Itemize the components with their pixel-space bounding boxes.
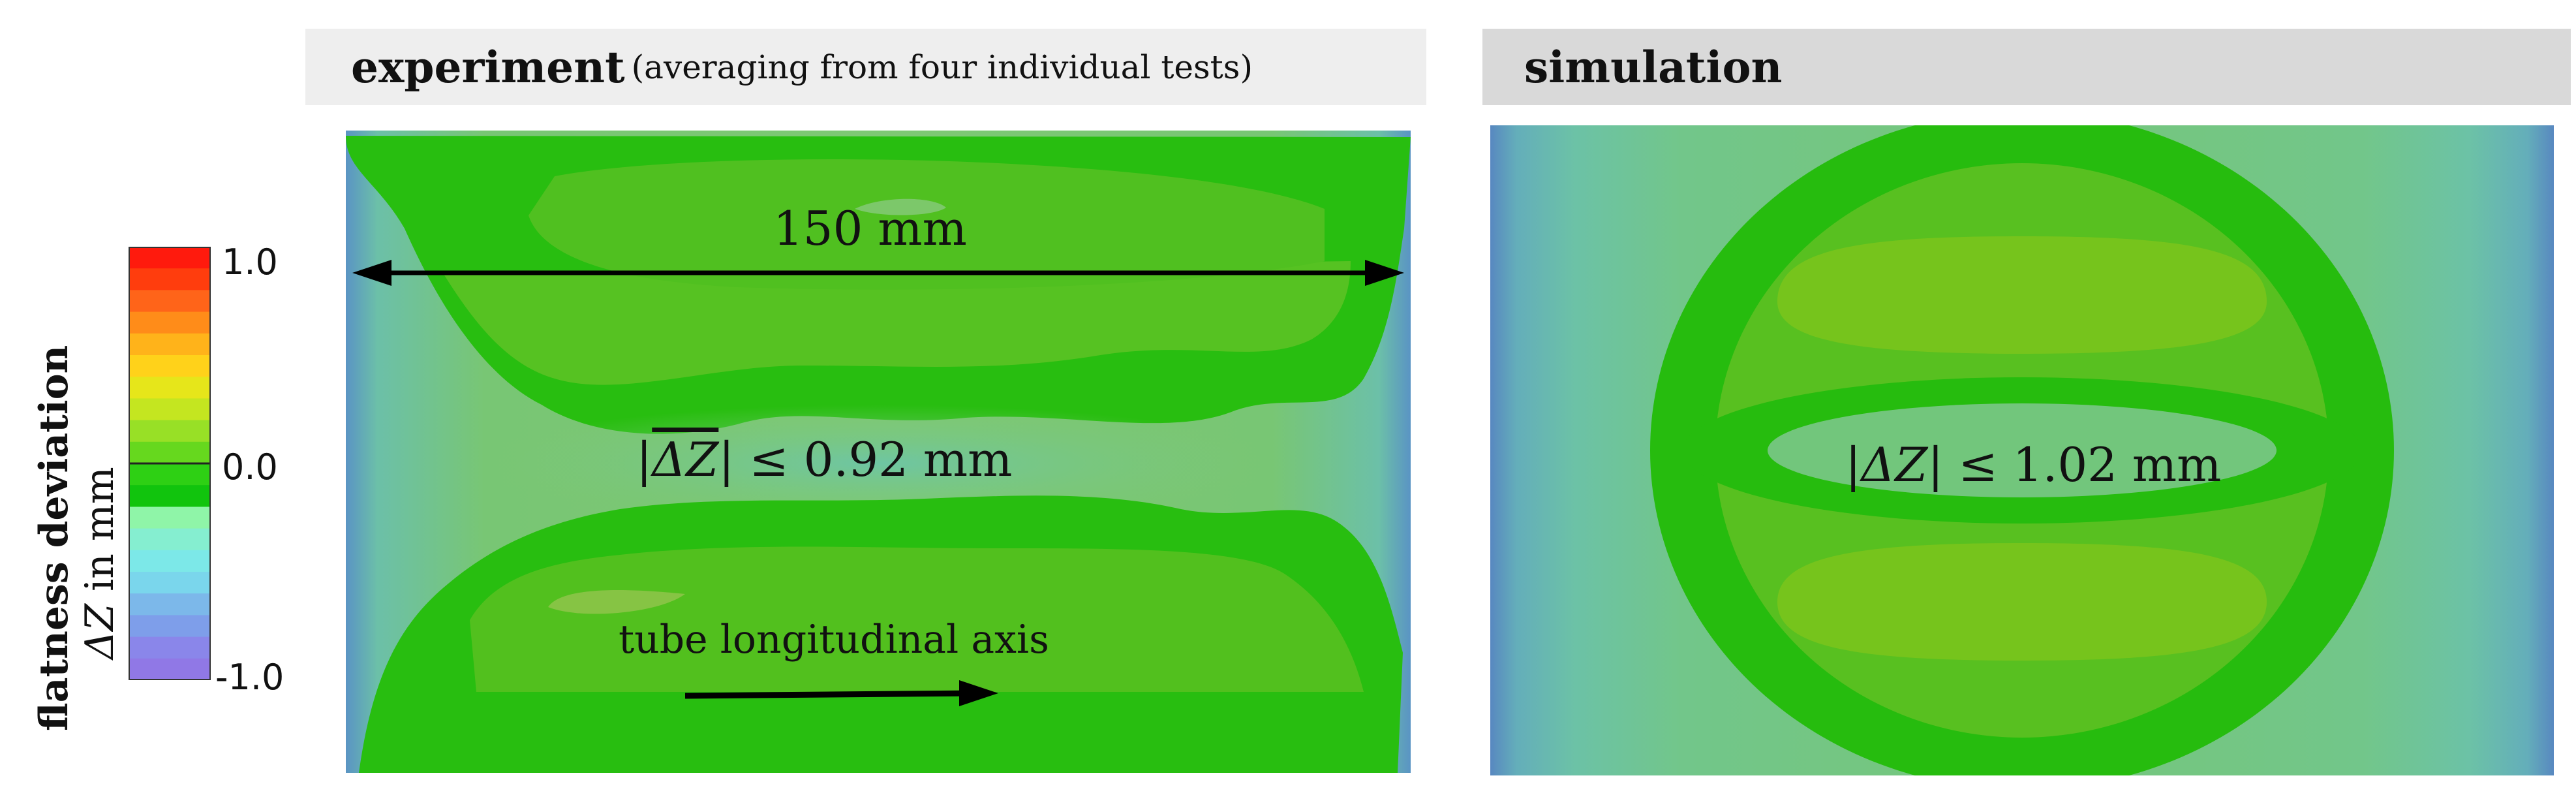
colorbar-segment	[129, 333, 211, 356]
axis-arrow-line	[684, 690, 979, 699]
colorbar-segment	[129, 247, 211, 269]
experiment-contour-svg	[346, 131, 1411, 773]
colorbar-tick-max: 1.0	[222, 242, 278, 283]
colorbar-tick-mid: 0.0	[222, 446, 278, 488]
colorbar-segment	[129, 507, 211, 529]
colorbar-segment	[129, 311, 211, 334]
experiment-contour-plot	[346, 131, 1411, 773]
colorbar-symbol: ΔZ	[77, 603, 123, 659]
colorbar-segment	[129, 420, 211, 443]
colorbar-segment	[129, 615, 211, 638]
colorbar-segment	[129, 441, 211, 464]
colorbar-gradient	[129, 247, 211, 681]
colorbar-segment	[129, 377, 211, 399]
colorbar-segment	[129, 355, 211, 377]
colorbar	[129, 247, 211, 681]
experiment-overlay	[352, 260, 1404, 706]
colorbar-segment	[129, 636, 211, 659]
colorbar-subtitle: ΔZ in mm	[77, 467, 123, 659]
colorbar-title: flatness deviation	[31, 345, 77, 731]
simulation-contour-plot	[1490, 125, 2554, 775]
experiment-subtitle: (averaging from four individual tests)	[631, 48, 1253, 86]
colorbar-segment	[129, 290, 211, 313]
width-arrow-left	[352, 260, 391, 286]
simulation-title: simulation	[1524, 41, 1783, 93]
colorbar-unit: in mm	[77, 467, 123, 591]
simulation-contour-svg	[1490, 125, 2554, 775]
simulation-bound-value: ≤ 1.02 mm	[1958, 437, 2222, 492]
experiment-width-label: 150 mm	[773, 201, 967, 256]
colorbar-segment	[129, 550, 211, 572]
axis-arrow-head	[959, 680, 998, 706]
experiment-title: experiment	[351, 41, 625, 93]
colorbar-segment	[129, 572, 211, 594]
experiment-axis-label: tube longitudinal axis	[619, 617, 1049, 663]
colorbar-segment	[129, 268, 211, 290]
colorbar-title-bold: flatness deviation	[31, 345, 77, 731]
colorbar-segment	[129, 485, 211, 507]
experiment-bound-label: |ΔZ| ≤ 0.92 mm	[636, 432, 1013, 487]
colorbar-border	[129, 247, 211, 680]
colorbar-segment	[129, 398, 211, 421]
simulation-header: simulation	[1482, 29, 2571, 105]
simulation-bound-label: |ΔZ| ≤ 1.02 mm	[1845, 437, 2222, 492]
colorbar-segment	[129, 593, 211, 616]
colorbar-tick-min: -1.0	[215, 657, 284, 698]
colorbar-segment	[129, 463, 211, 486]
colorbar-segment	[129, 658, 211, 681]
experiment-bound-value: ≤ 0.92 mm	[749, 432, 1013, 487]
colorbar-segment	[129, 528, 211, 551]
experiment-header: experiment (averaging from four individu…	[305, 29, 1426, 105]
width-arrow-right	[1365, 260, 1404, 286]
